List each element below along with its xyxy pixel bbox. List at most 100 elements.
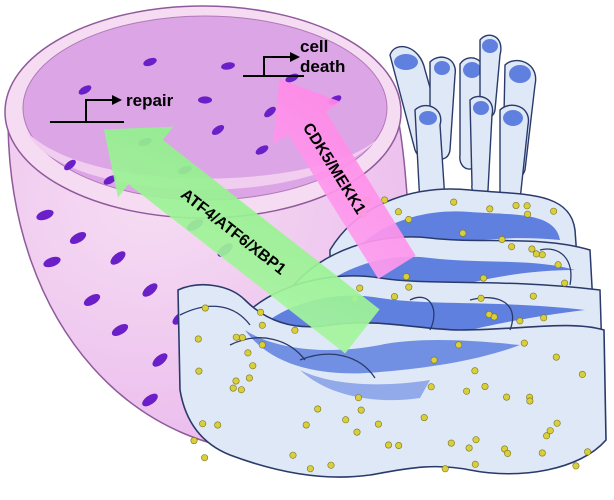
ribosome-dot bbox=[447, 439, 455, 447]
chromatin-spot bbox=[198, 96, 212, 104]
ribosome-dot bbox=[472, 436, 480, 444]
ribosome-dot bbox=[490, 313, 498, 321]
ribosome-dot bbox=[258, 321, 266, 329]
ribosome-dot bbox=[405, 283, 413, 291]
promoter-arrow-icon bbox=[50, 95, 124, 123]
ribosome-dot bbox=[459, 229, 467, 237]
ribosome-dot bbox=[430, 356, 438, 364]
ribosome-dot bbox=[249, 362, 257, 370]
ribosome-dots bbox=[190, 196, 592, 473]
chromatin-spot bbox=[255, 145, 269, 155]
ribosome-dot bbox=[471, 460, 479, 468]
ribosome-dot bbox=[420, 414, 428, 422]
ribosome-dot bbox=[503, 393, 511, 401]
ribosome-dot bbox=[584, 448, 592, 456]
promoter-arrow-icon bbox=[243, 52, 304, 77]
ribosome-dot bbox=[538, 251, 546, 259]
ribosome-dot bbox=[357, 406, 365, 414]
ribosome-dot bbox=[546, 427, 554, 435]
ribosome-dot bbox=[405, 216, 413, 224]
ribosome-dot bbox=[384, 441, 392, 449]
ribosome-dot bbox=[201, 304, 209, 312]
chromatin-spot bbox=[78, 85, 92, 95]
ribosome-dot bbox=[554, 261, 562, 269]
ribosome-dot bbox=[471, 367, 479, 375]
ribosome-dot bbox=[524, 210, 532, 218]
ribosome-dot bbox=[306, 465, 314, 473]
ribosome-dot bbox=[194, 335, 202, 343]
ribosome-dot bbox=[552, 353, 560, 361]
ribosome-dot bbox=[214, 421, 222, 429]
chromatin-spot bbox=[142, 283, 158, 297]
ribosome-dot bbox=[402, 273, 410, 281]
chromatin-spot bbox=[103, 175, 117, 185]
ribosome-dot bbox=[543, 432, 551, 440]
ribosome-dot bbox=[390, 293, 398, 301]
chromatin-spot bbox=[142, 393, 158, 407]
ribosome-dot bbox=[257, 308, 265, 316]
ribosome-dot bbox=[291, 326, 299, 334]
gene-label-cell: cell bbox=[300, 37, 328, 56]
ribosome-dot bbox=[450, 198, 458, 206]
ribosome-dot bbox=[381, 196, 389, 204]
ribosome-dot bbox=[427, 383, 435, 391]
ribosome-dot bbox=[504, 449, 512, 457]
chromatin-spot bbox=[264, 106, 276, 118]
ribosome-dot bbox=[578, 370, 586, 378]
ribosome-dot bbox=[481, 382, 489, 390]
ribosome-dot bbox=[540, 314, 548, 322]
ribosome-dot bbox=[516, 317, 524, 325]
ribosome-dot bbox=[327, 461, 335, 469]
ribosome-dot bbox=[463, 387, 471, 395]
ribosome-dot bbox=[195, 367, 203, 375]
ribosome-dot bbox=[356, 284, 364, 292]
chromatin-spot bbox=[64, 159, 76, 171]
ribosome-dot bbox=[258, 341, 266, 349]
ribosome-dot bbox=[526, 397, 534, 405]
chromatin-spot bbox=[83, 294, 101, 306]
ribosome-dot bbox=[395, 441, 403, 449]
ribosome-dot bbox=[455, 341, 463, 349]
ribosome-dot bbox=[561, 279, 569, 287]
ribosome-dot bbox=[479, 274, 487, 282]
ribosome-dot bbox=[201, 454, 209, 462]
ribosome-dot bbox=[237, 386, 245, 394]
ribosome-dot bbox=[190, 437, 198, 445]
ribosome-dot bbox=[550, 207, 558, 215]
ribosome-dot bbox=[394, 208, 402, 216]
ribosome-dot bbox=[508, 243, 516, 251]
ribosome-dot bbox=[232, 333, 240, 341]
gene-label-death: death bbox=[300, 57, 345, 76]
ribosome-dot bbox=[354, 394, 362, 402]
gene-repair: repair bbox=[50, 91, 174, 123]
ribosome-dot bbox=[314, 405, 322, 413]
chromatin-spot bbox=[36, 209, 54, 221]
ribosome-dot bbox=[538, 449, 546, 457]
ribosome-dot bbox=[232, 377, 240, 385]
ribosome-dot bbox=[529, 292, 537, 300]
ribosome-dot bbox=[520, 339, 528, 347]
chromatin-spot bbox=[211, 125, 225, 135]
chromatin-spot bbox=[143, 57, 157, 67]
ribosome-dot bbox=[486, 205, 494, 213]
ribosome-dot bbox=[512, 202, 520, 210]
ribosome-dot bbox=[465, 444, 473, 452]
ribosome-dot bbox=[477, 294, 485, 302]
ribosome-dot bbox=[245, 374, 253, 382]
ribosome-dot bbox=[498, 236, 506, 244]
ribosome-dot bbox=[244, 349, 252, 357]
ribosome-dot bbox=[199, 420, 207, 428]
arrow-death-shape bbox=[272, 78, 416, 279]
ribosome-dot bbox=[553, 419, 561, 427]
ribosome-dot bbox=[523, 202, 531, 210]
gene-cell-death: cell death bbox=[243, 37, 345, 77]
chromatin-spot bbox=[152, 353, 168, 367]
arrow-survival-shape bbox=[103, 126, 380, 354]
er-tubules bbox=[389, 34, 537, 208]
ribosome-dot bbox=[302, 421, 310, 429]
ribosome-dot bbox=[342, 416, 350, 424]
ribosome-dot bbox=[572, 462, 580, 470]
chromatin-spot bbox=[221, 62, 235, 70]
